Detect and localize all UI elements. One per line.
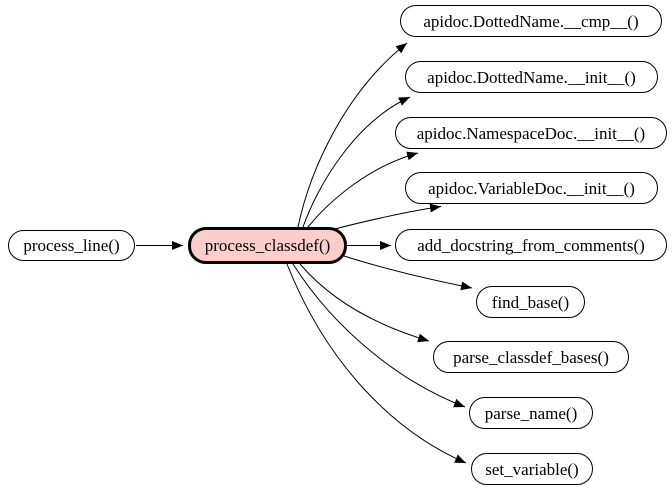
node-apidoc-dottedname-init[interactable]: apidoc.DottedName.__init__() — [405, 61, 658, 93]
node-apidoc-dottedname-cmp[interactable]: apidoc.DottedName.__cmp__() — [400, 5, 662, 37]
node-find-base[interactable]: find_base() — [476, 286, 585, 318]
edge-process_classdef-to-namespacedoc-init — [307, 151, 419, 228]
node-set-variable[interactable]: set_variable() — [471, 453, 593, 485]
edge-process_classdef-to-parse_name — [292, 263, 466, 408]
node-add-docstring-from-comments[interactable]: add_docstring_from_comments() — [395, 229, 667, 261]
node-process-classdef[interactable]: process_classdef() — [188, 227, 347, 264]
node-apidoc-variabledoc-init[interactable]: apidoc.VariableDoc.__init__() — [405, 172, 658, 204]
node-parse-name[interactable]: parse_name() — [469, 397, 593, 429]
node-parse-classdef-bases[interactable]: parse_classdef_bases() — [433, 341, 629, 373]
edge-process_classdef-to-dottedname-cmp — [297, 42, 408, 228]
node-process-line[interactable]: process_line() — [8, 230, 135, 261]
edge-process_classdef-to-find_base — [340, 254, 473, 291]
edge-process_classdef-to-variabledoc-init — [330, 203, 442, 231]
edge-process_classdef-to-parse_classdef_bases — [299, 263, 430, 343]
edge-process_classdef-to-set_variable — [286, 263, 467, 464]
node-apidoc-namespacedoc-init[interactable]: apidoc.NamespaceDoc.__init__() — [395, 117, 667, 149]
edge-process_classdef-to-dottedname-init — [302, 96, 411, 228]
